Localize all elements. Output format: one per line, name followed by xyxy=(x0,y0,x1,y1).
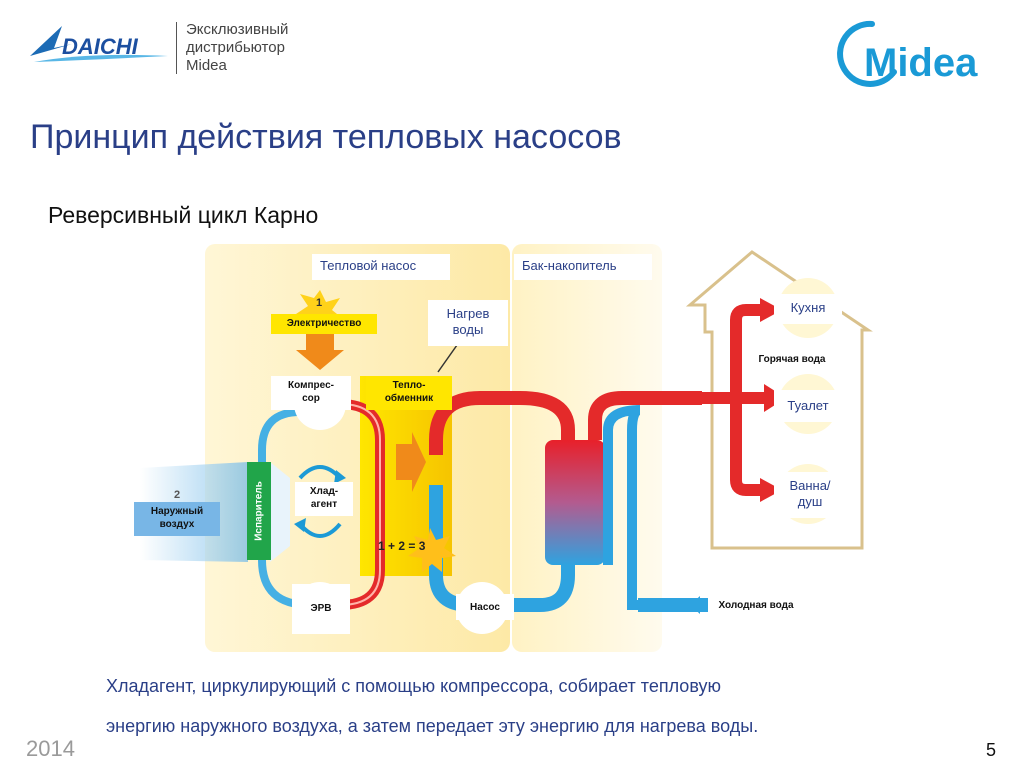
bath-line: душ xyxy=(797,494,823,509)
electricity-arrow-icon xyxy=(296,350,344,370)
footer-year: 2014 xyxy=(26,736,75,761)
hot-water-main xyxy=(700,392,736,404)
erv-label: ЭРВ xyxy=(292,584,350,634)
heat-exchanger-line: Тепло- xyxy=(392,380,426,391)
cycle-arrow-icon xyxy=(294,518,306,532)
electricity-arrow-stem xyxy=(306,332,334,350)
outside-air-line: воздух xyxy=(159,519,195,530)
outside-air-label: Наружный воздух xyxy=(134,502,220,536)
cold-water-pipe xyxy=(638,598,708,612)
midea-logo: Midea xyxy=(837,20,978,87)
step-number-1: 1 xyxy=(316,297,322,309)
compressor-label: Компрес- сор xyxy=(271,376,351,410)
electricity-label: Электричество xyxy=(271,314,377,334)
pump-label: Насос xyxy=(456,594,514,620)
daichi-swoosh-icon xyxy=(34,54,168,62)
distributor-line: дистрибьютор xyxy=(186,39,285,56)
description-line-2: энергию наружного воздуха, а затем перед… xyxy=(106,716,759,736)
distributor-line: Эксклюзивный xyxy=(186,21,289,38)
daichi-logo: DAICHI xyxy=(30,26,168,62)
outside-air-line: Наружный xyxy=(150,506,204,517)
kitchen-label: Кухня xyxy=(774,294,842,324)
toilet-label: Туалет xyxy=(774,390,842,422)
refrigerant-label: Хлад- агент xyxy=(295,482,353,516)
logo-divider xyxy=(176,22,177,74)
house-outline xyxy=(685,250,873,550)
cold-water-inlet xyxy=(603,405,705,610)
section-label-heat-pump: Тепловой насос xyxy=(312,254,450,280)
page-title: Принцип действия тепловых насосов xyxy=(30,118,622,156)
page-subtitle: Реверсивный цикл Карно xyxy=(48,202,319,228)
heat-exchanger-line: обменник xyxy=(384,393,434,404)
refrigerant-line: Хлад- xyxy=(309,486,339,497)
heat-exchanger-label: Тепло- обменник xyxy=(366,376,452,410)
electricity-star-icon xyxy=(296,290,342,332)
bath-arrow-icon xyxy=(760,478,782,502)
compressor-line: Компрес- xyxy=(288,380,334,391)
midea-ring-icon xyxy=(837,20,897,87)
evaporator-text: Испаритель xyxy=(253,481,265,541)
hot-water-label: Горячая вода xyxy=(758,354,826,365)
hot-water-outlet xyxy=(588,391,702,440)
midea-logo-text: Midea xyxy=(864,41,978,85)
water-heating-line: Нагрев xyxy=(446,306,490,321)
distributor-line: Midea xyxy=(186,57,227,74)
distributor-text: Эксклюзивный дистрибьютор Midea xyxy=(186,21,288,75)
daichi-wing-icon xyxy=(30,26,72,56)
sum-label: 1 + 2 = 3 xyxy=(378,539,426,553)
step-number-2: 2 xyxy=(174,489,180,501)
daichi-logo-text: DAICHI xyxy=(62,34,139,59)
sum-star-icon xyxy=(408,528,456,572)
storage-tank xyxy=(545,440,605,565)
hot-refrigerant-inner xyxy=(339,403,381,606)
hot-water-down xyxy=(730,398,760,496)
description-line-1: Хладагент, циркулирующий с помощью компр… xyxy=(106,676,721,696)
cycle-arrow-icon xyxy=(334,470,346,484)
kitchen-arrow-icon xyxy=(760,298,782,322)
refrigerant-line: агент xyxy=(310,499,338,510)
water-heating-label: Нагрев воды xyxy=(428,300,508,346)
section-label-tank: Бак-накопитель xyxy=(514,254,652,280)
page-number: 5 xyxy=(986,740,997,760)
air-spread xyxy=(270,462,290,562)
bath-label: Ванна/ душ xyxy=(774,472,846,518)
evaporator-label: Испаритель xyxy=(247,462,271,560)
compressor-line: сор xyxy=(302,393,320,404)
water-heating-line: воды xyxy=(452,322,484,337)
cold-water-label: Холодная вода xyxy=(718,600,794,611)
hot-water-riser xyxy=(730,304,760,398)
toilet-branch xyxy=(736,392,766,404)
cold-refrigerant-loop xyxy=(258,408,311,609)
water-supply-pipe xyxy=(429,391,575,455)
bath-line: Ванна/ xyxy=(789,478,831,493)
heat-transfer-arrow xyxy=(396,432,426,492)
